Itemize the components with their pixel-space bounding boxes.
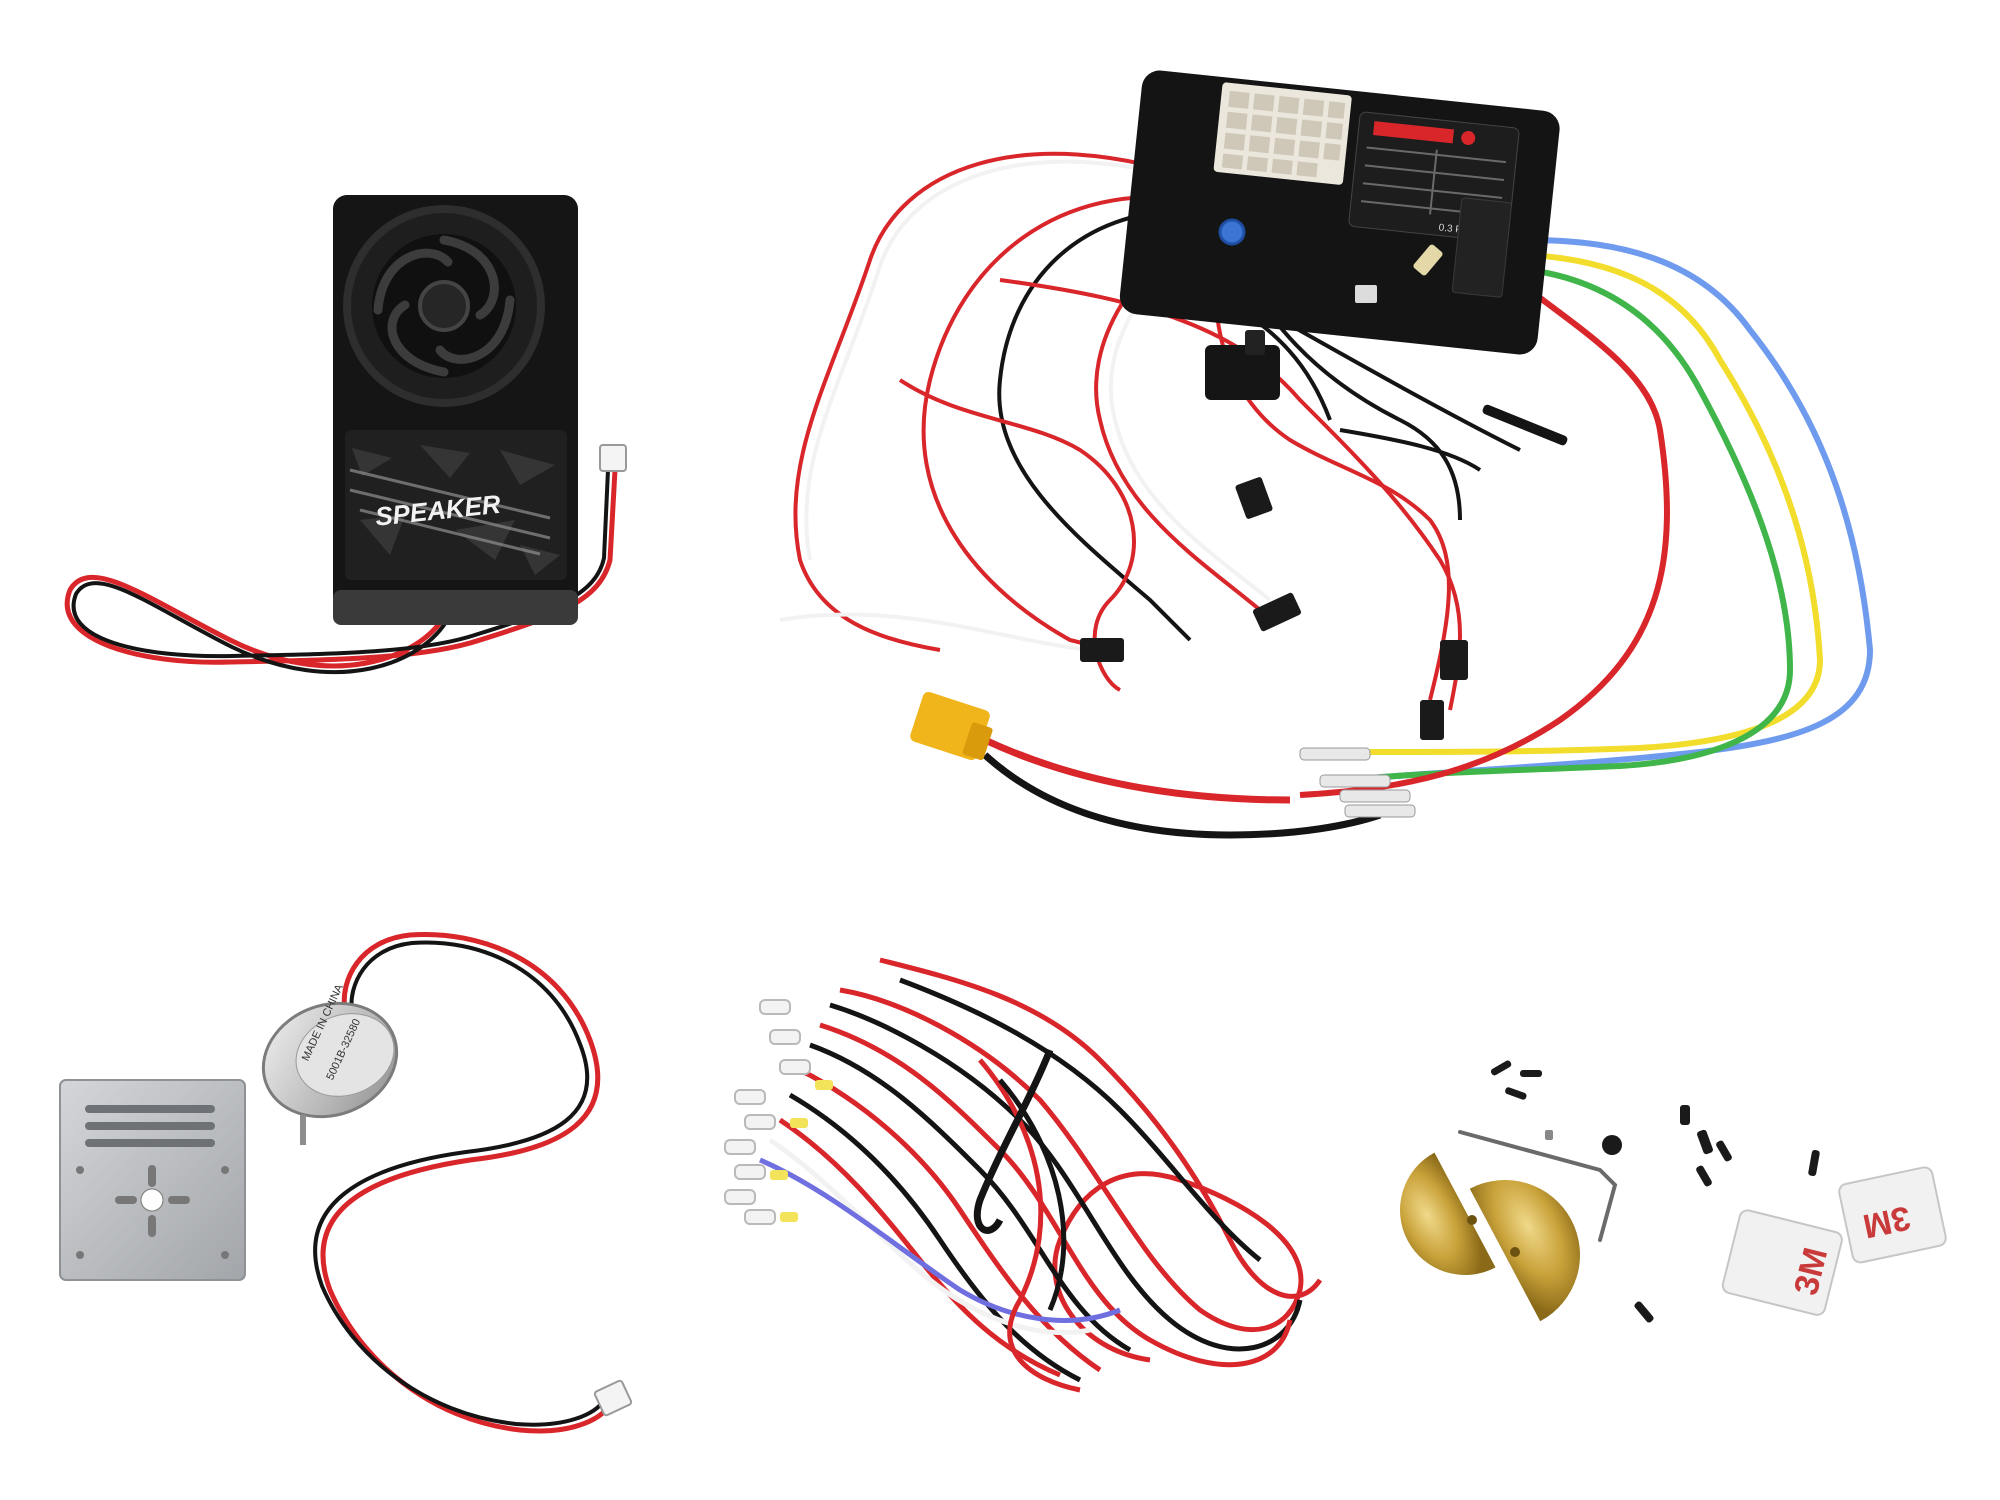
pin-header-block [1213, 82, 1352, 185]
mounting-plate [59, 1079, 246, 1281]
led-wire-bundle [724, 957, 1323, 1393]
hex-key [1458, 1130, 1618, 1242]
wire-battery-red [983, 736, 1291, 804]
motor-jst-connector [593, 1379, 633, 1417]
control-board: 0.3 POWER [1119, 70, 1560, 355]
board-small-plug [1355, 285, 1377, 303]
led-heads [724, 999, 833, 1225]
adhesive-pad-2: 3M [1838, 1166, 1947, 1264]
xt60-connector [910, 692, 993, 761]
screws [1490, 1060, 1820, 1323]
servo-plugs [1080, 477, 1468, 740]
dc-motor: MADE IN CHINA 5001B-32580 [261, 982, 399, 1145]
hardware-kit: 3M 3M [1400, 1060, 1947, 1323]
blue-potentiometer [1218, 218, 1246, 246]
wire-red-main [1299, 272, 1670, 798]
wire-yellow [1369, 252, 1824, 755]
side-pin-header [1451, 197, 1512, 298]
control-board-harness: 0.3 POWER [779, 70, 1874, 839]
motor-cable-red [320, 931, 613, 1434]
brass-weight-right [1469, 1180, 1580, 1322]
spade-terminals [1299, 747, 1416, 818]
cable-tie [973, 1048, 1054, 1234]
speaker-jst-connector [599, 444, 627, 472]
motor-cable-black [313, 940, 606, 1427]
speaker-cable-red [64, 469, 618, 669]
wire-blue [1369, 237, 1874, 781]
power-switch [1205, 330, 1280, 400]
wire-green [1369, 267, 1794, 781]
motor-bracket-kit: MADE IN CHINA 5001B-32580 [59, 931, 633, 1434]
adhesive-pad-1: 3M [1721, 1209, 1843, 1316]
antenna-tip [1482, 404, 1568, 446]
speaker-cable-black [71, 469, 610, 675]
brass-weight-left [1400, 1152, 1496, 1275]
board-fuse [1413, 244, 1443, 276]
servo-harness-wires [779, 151, 1482, 711]
speaker-module: SPEAKER [64, 195, 627, 675]
wire-battery-black [982, 752, 1382, 839]
speaker-base-strip [333, 590, 578, 625]
